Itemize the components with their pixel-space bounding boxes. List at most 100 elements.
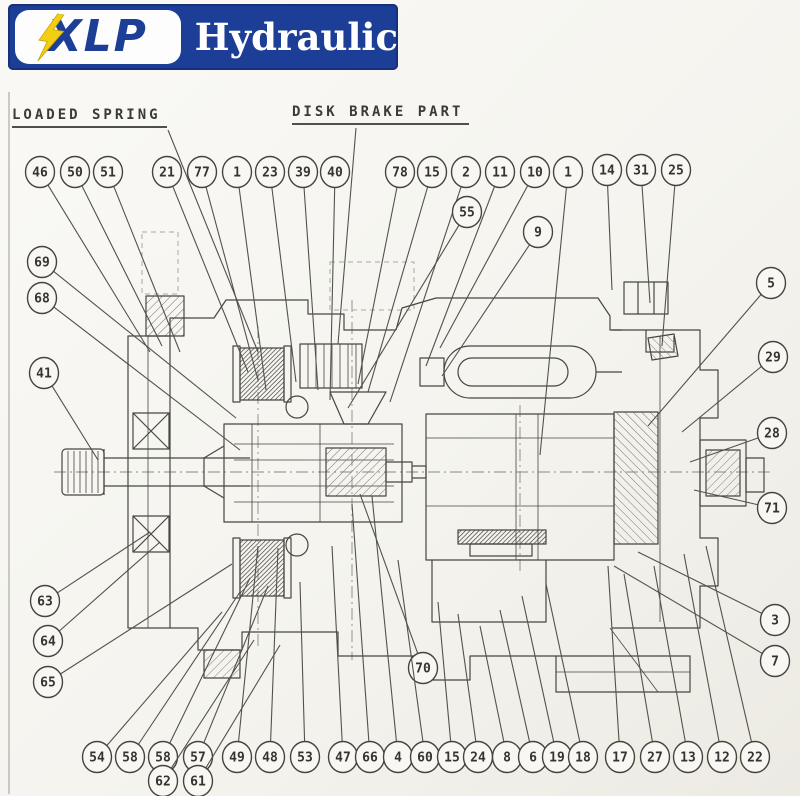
part-callout-18: 18 — [545, 583, 599, 774]
part-callout-9: 9 — [441, 215, 554, 377]
part-callout-49: 49 — [221, 545, 259, 774]
svg-text:9: 9 — [534, 226, 542, 241]
svg-text:61: 61 — [190, 775, 206, 790]
part-callout-25: 25 — [660, 153, 692, 347]
svg-text:57: 57 — [190, 751, 206, 766]
part-callout-58: 58 — [114, 591, 241, 774]
svg-text:78: 78 — [392, 166, 408, 181]
svg-text:62: 62 — [155, 775, 171, 790]
svg-text:68: 68 — [34, 292, 50, 307]
part-callout-29: 29 — [681, 340, 789, 433]
svg-text:55: 55 — [459, 206, 475, 221]
part-callout-50: 50 — [59, 155, 163, 347]
svg-text:21: 21 — [159, 166, 175, 181]
part-callout-1: 1 — [539, 155, 584, 456]
disk-brake-label: DISK BRAKE PART — [292, 104, 470, 125]
svg-text:39: 39 — [295, 166, 311, 181]
part-callout-5: 5 — [647, 266, 787, 427]
svg-text:54: 54 — [89, 751, 105, 766]
svg-text:1: 1 — [564, 166, 572, 181]
svg-text:4: 4 — [394, 751, 402, 766]
svg-text:18: 18 — [575, 751, 591, 766]
svg-text:53: 53 — [297, 751, 313, 766]
svg-text:41: 41 — [36, 367, 52, 382]
svg-text:77: 77 — [194, 166, 210, 181]
part-callout-63: 63 — [29, 531, 151, 618]
svg-text:15: 15 — [444, 751, 460, 766]
svg-text:66: 66 — [362, 751, 378, 766]
svg-text:7: 7 — [771, 655, 779, 670]
part-callout-15: 15 — [436, 601, 468, 774]
svg-text:60: 60 — [417, 751, 433, 766]
part-callout-39: 39 — [287, 155, 319, 391]
svg-text:48: 48 — [262, 751, 278, 766]
svg-text:51: 51 — [100, 166, 116, 181]
pump-linework — [54, 231, 770, 693]
part-callout-41: 41 — [28, 356, 99, 461]
part-callout-65: 65 — [32, 563, 233, 699]
svg-text:8: 8 — [503, 751, 511, 766]
svg-text:1: 1 — [233, 166, 241, 181]
part-callout-7: 7 — [613, 565, 791, 678]
svg-text:22: 22 — [747, 751, 763, 766]
svg-text:14: 14 — [599, 164, 615, 179]
part-callout-40: 40 — [319, 155, 351, 401]
part-callout-62: 62 — [147, 639, 255, 796]
part-callout-22: 22 — [705, 545, 771, 774]
part-callout-77: 77 — [186, 155, 259, 381]
svg-text:15: 15 — [424, 166, 440, 181]
part-callout-8: 8 — [479, 625, 523, 774]
svg-text:10: 10 — [527, 166, 543, 181]
part-callout-78: 78 — [357, 155, 416, 385]
svg-text:47: 47 — [335, 751, 351, 766]
part-callout-1: 1 — [221, 155, 267, 391]
svg-text:19: 19 — [549, 751, 565, 766]
part-callout-24: 24 — [457, 613, 494, 774]
svg-text:24: 24 — [470, 751, 486, 766]
svg-text:58: 58 — [122, 751, 138, 766]
loaded-spring-label: LOADED SPRING — [12, 107, 167, 128]
svg-text:5: 5 — [767, 277, 775, 292]
svg-text:29: 29 — [765, 351, 781, 366]
svg-text:69: 69 — [34, 256, 50, 271]
svg-text:23: 23 — [262, 166, 278, 181]
svg-text:12: 12 — [714, 751, 730, 766]
svg-text:2: 2 — [462, 166, 470, 181]
svg-text:28: 28 — [764, 427, 780, 442]
part-callout-11: 11 — [425, 155, 516, 367]
part-callout-61: 61 — [182, 644, 281, 796]
part-callout-69: 69 — [26, 245, 237, 419]
svg-text:63: 63 — [37, 595, 53, 610]
disk-brake-leader — [337, 127, 357, 345]
label-leader-lines — [167, 127, 357, 353]
part-callout-54: 54 — [81, 611, 223, 774]
part-callout-28: 28 — [689, 416, 788, 463]
svg-text:11: 11 — [492, 166, 508, 181]
part-callout-31: 31 — [625, 153, 657, 304]
svg-text:71: 71 — [764, 502, 780, 517]
part-callout-47: 47 — [327, 545, 359, 774]
svg-text:25: 25 — [668, 164, 684, 179]
logo-text-hydraulic: Hydraulic — [194, 15, 398, 59]
part-callout-71: 71 — [693, 489, 788, 525]
part-callout-64: 64 — [32, 541, 161, 658]
part-callout-66: 66 — [351, 503, 386, 774]
part-callout-70: 70 — [359, 493, 439, 685]
svg-text:58: 58 — [155, 751, 171, 766]
lightning-bolt-icon — [37, 13, 65, 62]
part-callout-14: 14 — [591, 153, 623, 291]
part-callout-46: 46 — [24, 155, 151, 353]
brand-logo: XLP Hydraulic — [8, 4, 398, 70]
part-callout-2: 2 — [389, 155, 482, 403]
part-callout-13: 13 — [653, 565, 704, 774]
part-callout-51: 51 — [92, 155, 181, 353]
svg-text:13: 13 — [680, 751, 696, 766]
part-callout-4: 4 — [371, 495, 414, 774]
part-callout-17: 17 — [604, 565, 636, 774]
logo-text-xlp: XLP — [47, 11, 148, 62]
svg-text:65: 65 — [40, 676, 56, 691]
part-callout-10: 10 — [439, 155, 551, 349]
